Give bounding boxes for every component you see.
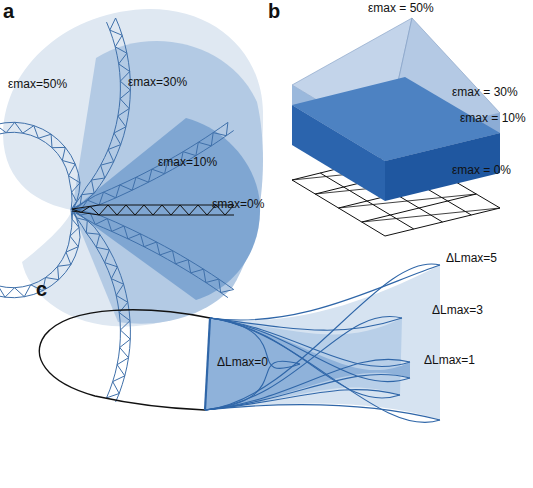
tail-curve [205,264,440,410]
tail-curve [210,318,400,398]
truss-arms [0,18,234,402]
truss-arm [72,122,234,210]
tail-curve [205,316,402,410]
truss-arm [71,209,130,402]
strain-label: εmax = 30% [452,86,518,99]
deformation-region [205,318,410,410]
deformation-region [205,265,440,420]
truss-arm [72,205,234,215]
grid-line [362,208,500,222]
tail-curve [210,318,300,368]
tail-curve [210,318,410,382]
strain-label: εmax = 50% [368,2,434,15]
truss-arm [71,18,130,211]
strain-label: εmax = 10% [460,112,526,125]
panel-letter: b [268,0,280,22]
tail-curve [205,405,440,420]
panel-letter: c [36,278,47,300]
strain-label: εmax = 0% [452,164,511,177]
airfoil-outline [39,310,210,410]
tail-curve [210,265,440,320]
panel-letter: a [3,0,14,22]
strain-label: ΔLmax=1 [424,354,475,367]
strain-label: εmax=10% [158,156,217,169]
reach-region [3,9,263,326]
strain-label: εmax=0% [212,198,264,211]
strain-label: ΔLmax=5 [446,252,497,265]
strain-label: ΔLmax=0 [217,356,268,369]
truss-arm [72,209,234,298]
grid-line [385,208,500,236]
reach-region [72,41,263,324]
airfoil [39,264,440,422]
strain-label: εmax=50% [8,78,67,91]
strain-label: εmax=30% [128,76,187,89]
truss-block [292,18,500,236]
block-face [292,105,385,201]
strain-label: ΔLmax=3 [432,304,483,317]
truss-arm [0,122,80,217]
trailing-edge [205,318,210,410]
